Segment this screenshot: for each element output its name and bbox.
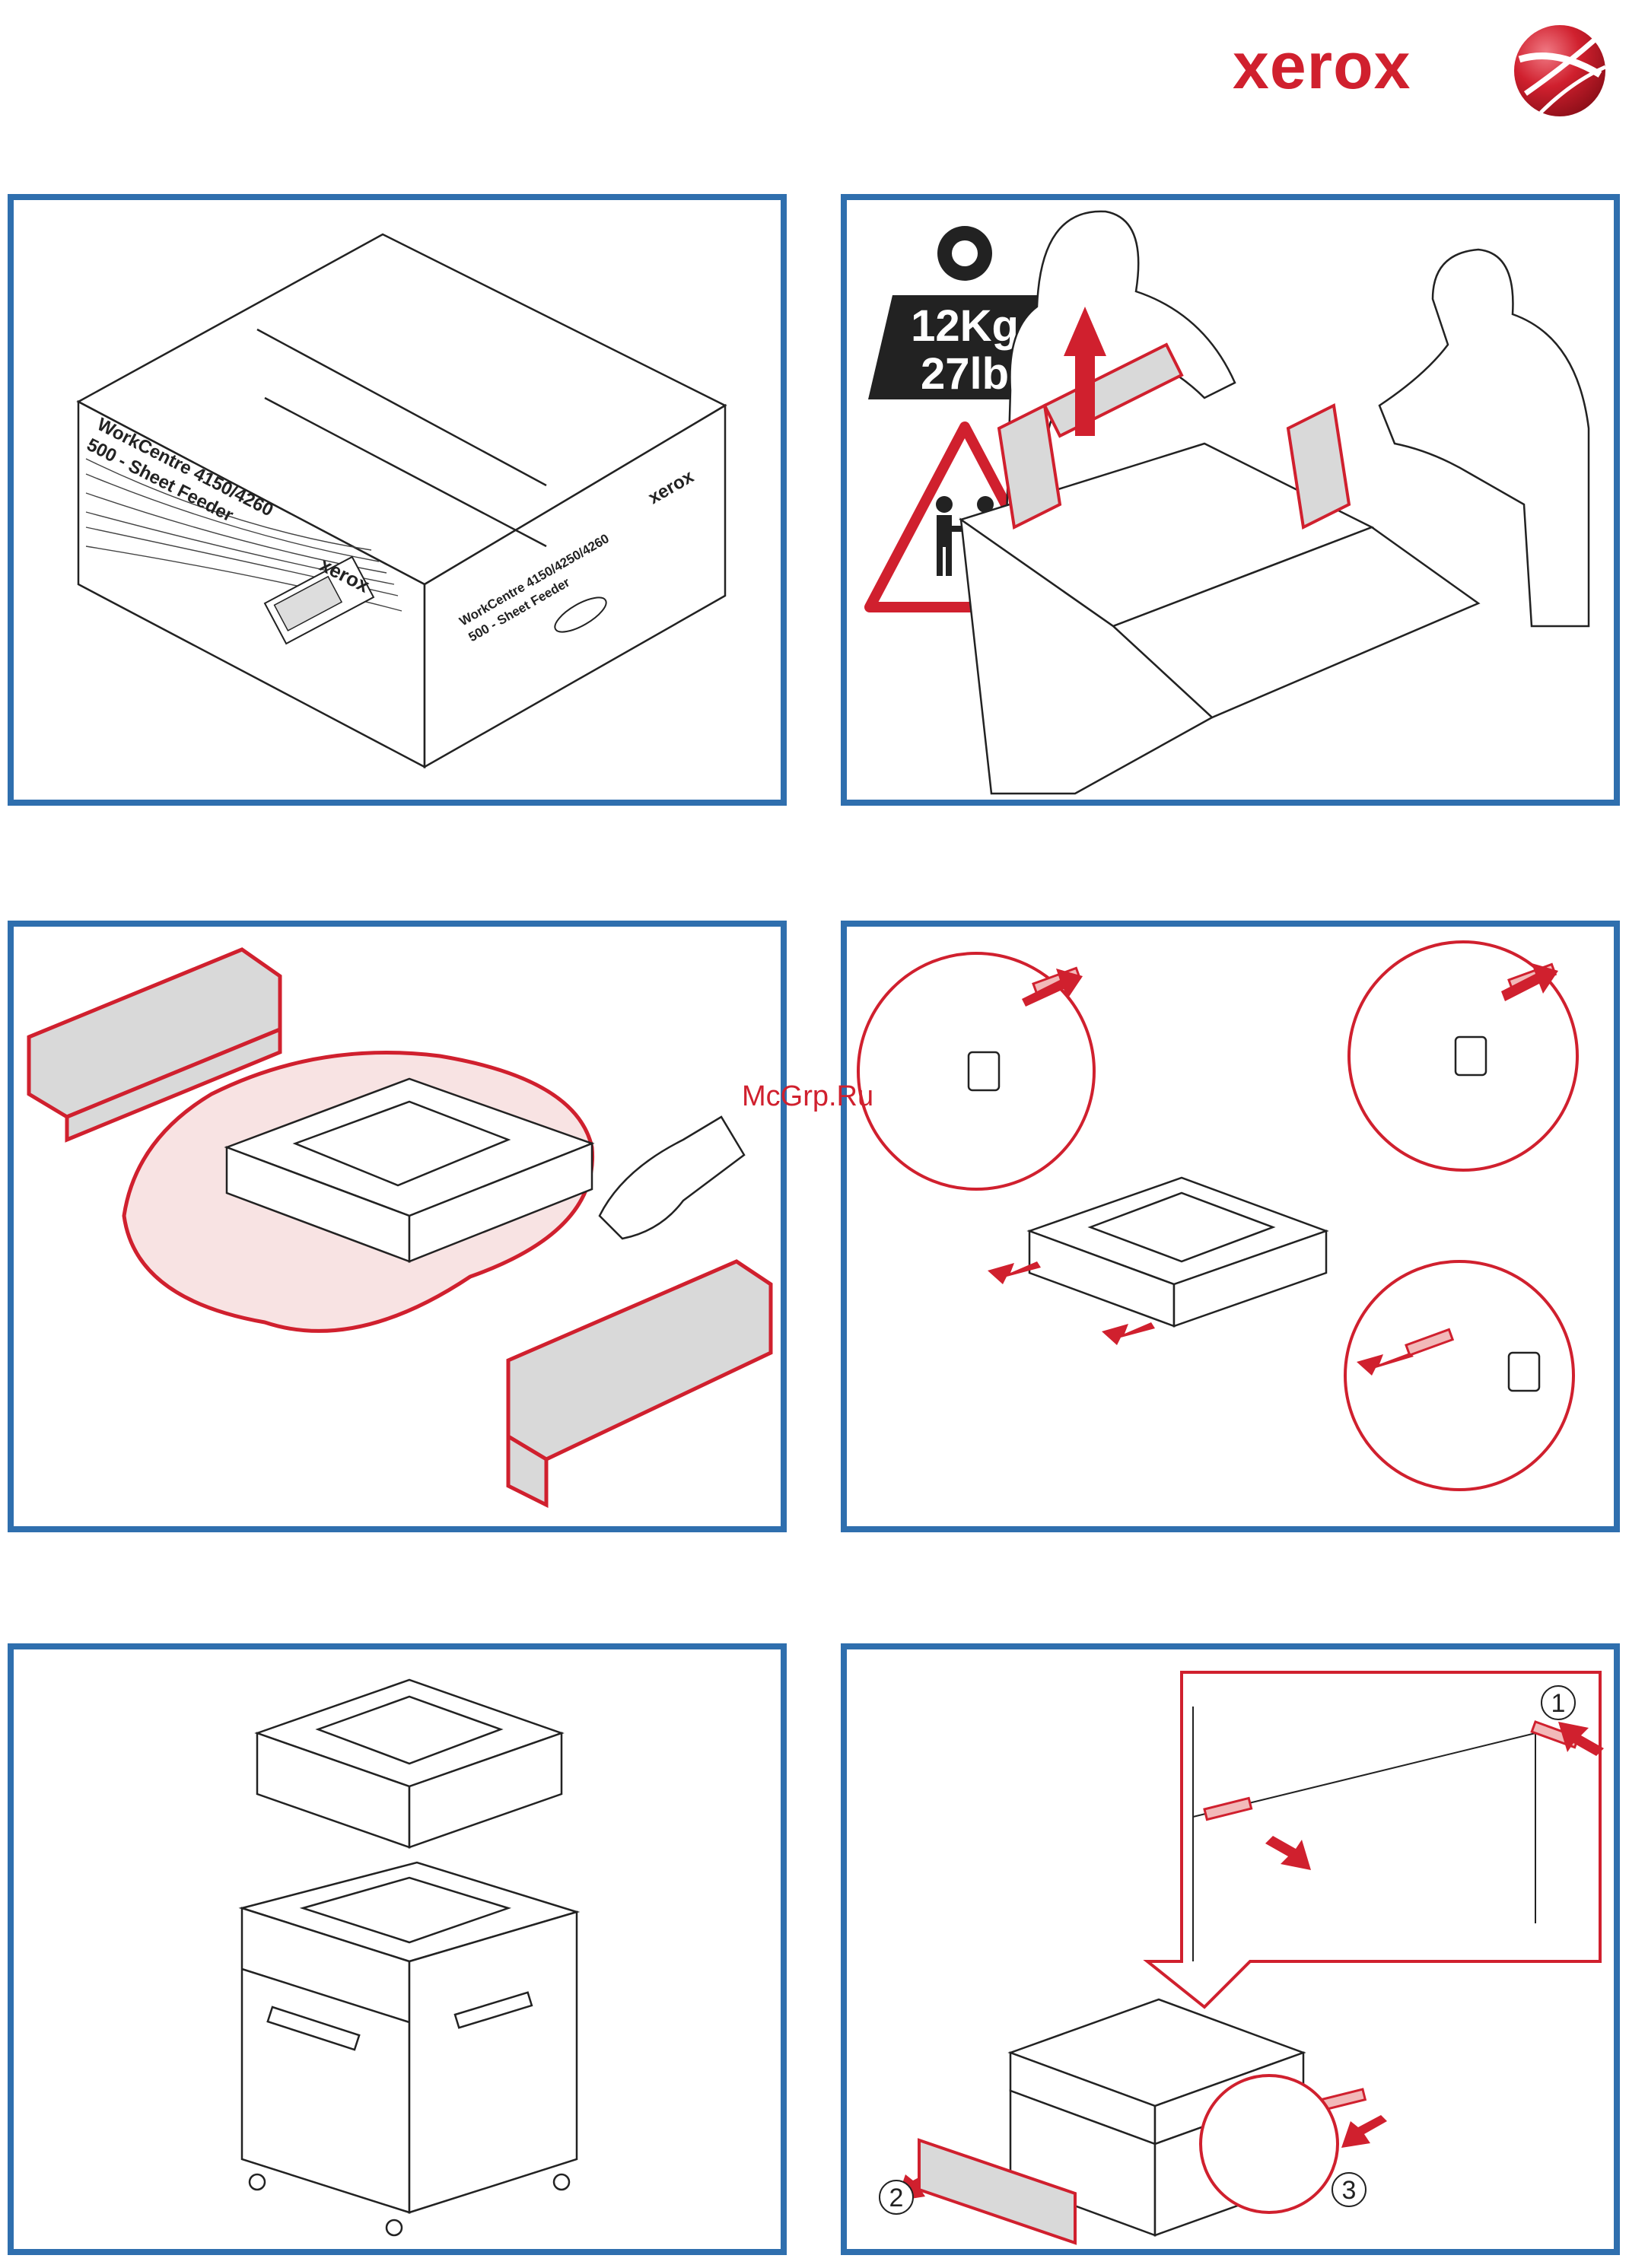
step-panel-remove-pins [841,921,1620,1532]
hand-icon [600,1117,744,1239]
callout-icon [1147,1672,1600,2007]
weight-lb: 27lb [921,349,1009,399]
step-panel-lift: 12Kg 27lb [841,194,1620,806]
xerox-wordmark: xerox [1233,29,1411,104]
callout-number-2: 2 [889,2184,904,2212]
product-box-illustration [78,234,725,767]
step-panel-stack [8,1643,787,2255]
weight-kg: 12Kg [911,301,1019,351]
foam-packing-icon [508,1261,771,1505]
step-panel-lock: 1 2 3 [841,1643,1620,2255]
callout-icon [1201,2076,1338,2212]
feeder-icon [257,1680,562,1847]
step-panel-unpack [8,921,787,1532]
watermark-text: McGrp.Ru [742,1080,873,1113]
callout-number-3: 3 [1342,2176,1357,2205]
feeder-icon [1029,1178,1326,1326]
cabinet-icon [242,1862,577,2235]
callout-number-1: 1 [1551,1689,1566,1718]
step-panel-box: WorkCentre 4150/4260 500 - Sheet Feeder … [8,194,787,806]
xerox-logo: xerox [1233,21,1613,120]
xerox-globe-icon [1510,21,1609,120]
